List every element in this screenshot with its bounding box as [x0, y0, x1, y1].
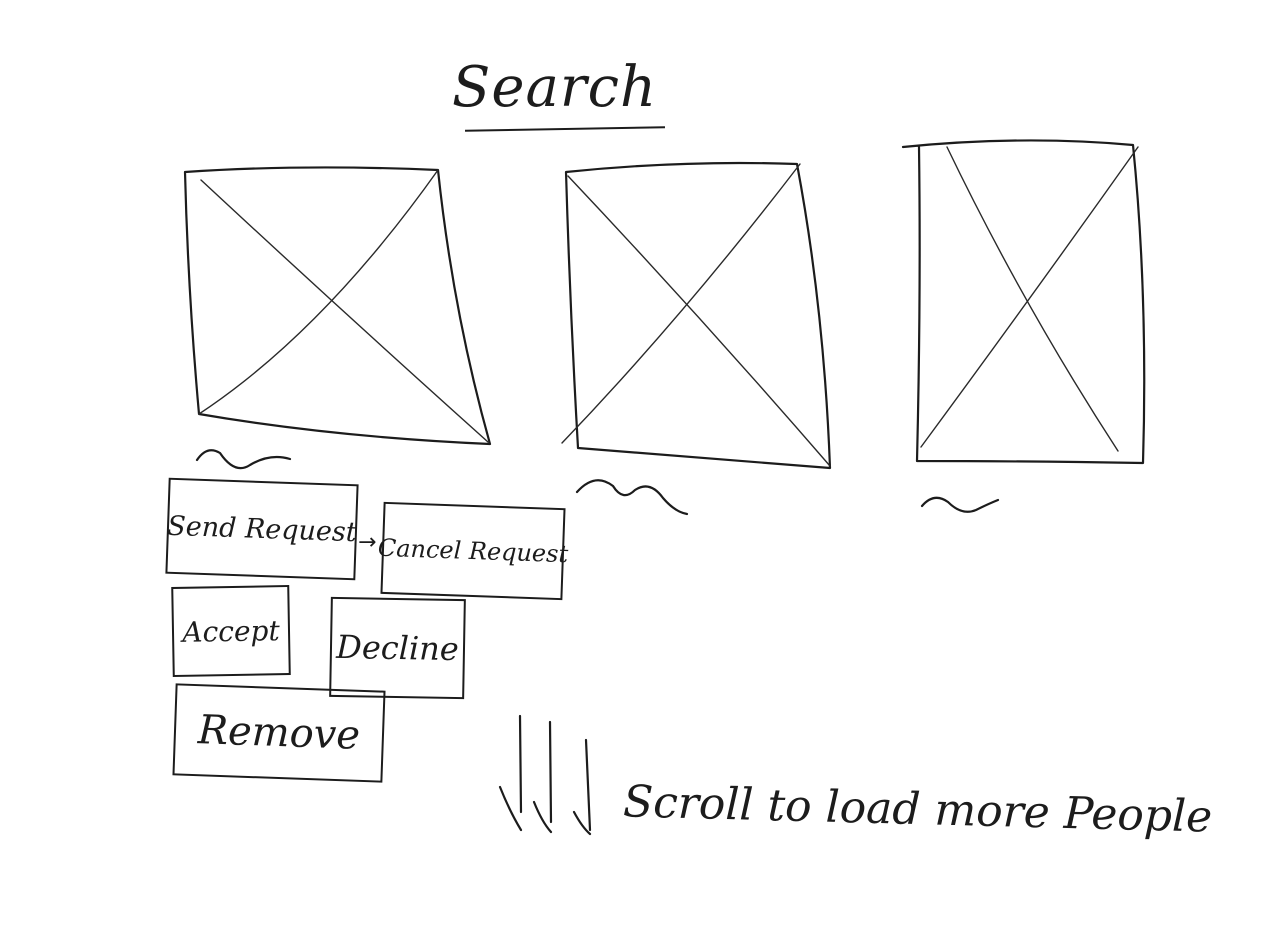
person-image-3[interactable]: [901, 135, 1148, 465]
decline-button[interactable]: Decline: [329, 596, 466, 700]
scroll-hint-text: Scroll to load more People: [622, 776, 1213, 843]
cancel-request-button[interactable]: Cancel Request: [377, 501, 569, 601]
person-name-3: [920, 492, 1000, 520]
person-image-1[interactable]: [183, 162, 493, 447]
title-underline: [464, 126, 666, 132]
state-transition-arrow: →: [358, 530, 377, 555]
image-placeholder-icon: [561, 161, 832, 470]
image-placeholder-icon: [183, 166, 492, 446]
accept-button[interactable]: Accept: [171, 584, 291, 678]
person-name-2: [575, 472, 690, 517]
scroll-hint: Scroll to load more People: [498, 712, 1213, 862]
image-placeholder-icon: [901, 139, 1146, 465]
page-title: Search: [452, 55, 658, 120]
person-name-1: [195, 445, 295, 475]
remove-button[interactable]: Remove: [172, 683, 386, 783]
scroll-down-arrows-icon: [498, 712, 598, 842]
person-image-2[interactable]: [561, 158, 832, 470]
send-request-button[interactable]: Send Request: [165, 477, 359, 581]
